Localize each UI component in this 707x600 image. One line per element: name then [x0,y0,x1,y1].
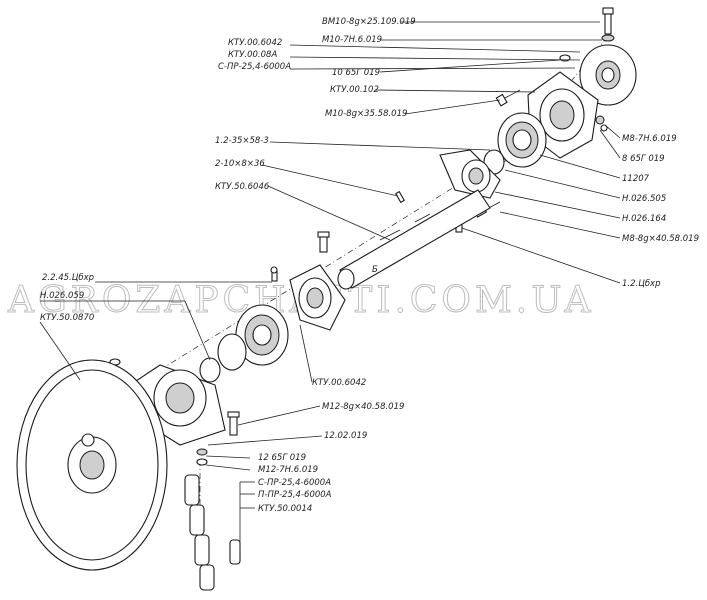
leader-w10 [379,59,561,73]
label-h026059: Н.026.059 [40,291,84,301]
nut-m8-upper [595,115,605,125]
label-key12: 1.2-35×58-3 [215,136,269,146]
flange-h026164 [439,149,501,199]
label-ktu006042-top: КТУ.00.6042 [228,38,282,48]
ring-h026059 [199,357,221,383]
grease-fitting-2245 [270,266,278,282]
nut-m12 [196,448,208,456]
key-2-10x8x36 [395,190,405,204]
bolt-m10-35 [495,89,521,107]
label-11207: 11207 [622,174,650,184]
mark-b-label: Б [372,265,378,275]
label-h026164: Н.026.164 [622,214,666,224]
label-c2245: 2.2.45.Цбхр [42,273,94,283]
bearing-11207 [497,112,547,168]
leader-key2 [261,164,399,197]
label-m8-4058: М8-8g×40.58.019 [622,234,699,244]
leader-ktu00102 [374,89,536,93]
leader-ktu506046 [267,185,391,241]
leader-h026164 [494,191,621,219]
leader-ktu006042 [289,44,581,53]
leader-w8 [599,129,621,159]
label-w8-65g: 8 65Г 019 [622,154,665,164]
label-m10-7h6: М10-7Н.6.019 [322,35,382,45]
label-m12-4058: М12-8g×40.58.019 [322,402,404,412]
label-w1202: 12.02.019 [324,431,367,441]
label-m10-3558: М10-8g×35.58.019 [325,109,407,119]
label-ktu500870: КТУ.50.0870 [40,313,94,323]
label-ktu500014: КТУ.50.0014 [258,504,312,514]
label-key2: 2-10×8×36 [215,159,265,169]
leader-key12 [269,141,491,151]
leader-m10-35 [404,99,501,115]
leader-ktu006042-bot [299,324,313,383]
leader-11207 [539,154,621,179]
label-p-pr-254: П-ПР-25,4-6000А [258,490,332,500]
label-c12: 1.2.Цбхр [622,279,661,289]
label-m12-7h6: М12-7Н.6.019 [258,465,318,475]
nut-m10-top [601,34,615,42]
bolt-m12-40 [227,411,240,436]
label-h026505: Н.026.505 [622,194,666,204]
shaft-ktu506046 [337,189,491,290]
label-ktu506046: КТУ.50.6046 [215,182,270,192]
leader-w12 [205,455,251,459]
leader-c12 [461,227,621,284]
sprocket-upper [579,44,637,106]
bolt-m12-top [317,231,330,253]
bolt-m10-top [602,7,614,35]
leader-m12-7h6 [205,464,251,471]
washer-12 [196,458,208,466]
roller-chain [184,474,241,591]
label-bm10: ВМ10-8g×25.109.019 [322,17,416,27]
flange-housing-lower [289,264,346,331]
shaft-axis-line [159,89,611,371]
leader-m12-40 [237,405,321,426]
ring-lower [217,333,247,371]
bearing-lower [235,304,289,366]
leader-w1202 [207,435,323,446]
leader-ktu0008a [289,56,581,61]
sprocket-large-ktu500870 [16,359,168,571]
leader-h026505 [504,169,621,199]
label-m8-7h6: М8-7Н.6.019 [622,134,677,144]
leader-m8-7h6 [604,124,621,139]
label-ktu006042-bot: КТУ.00.6042 [312,378,366,388]
label-s-pr-254: С-ПР-25,4-6000А [218,62,291,72]
label-s-pr-254b: С-ПР-25,4-6000А [258,478,331,488]
leader-m8-40 [499,211,621,239]
label-ktu00102: КТУ.00.102 [330,85,379,95]
label-ktu0008a: КТУ.00.08А [228,50,277,60]
label-w12-65g: 12 65Г 019 [258,453,306,463]
label-w10-65g: 10 65Г 019 [332,68,380,78]
washer-8-upper [600,124,608,132]
leader-ktu500870 [39,321,81,381]
leader-h026059-d [184,300,211,361]
